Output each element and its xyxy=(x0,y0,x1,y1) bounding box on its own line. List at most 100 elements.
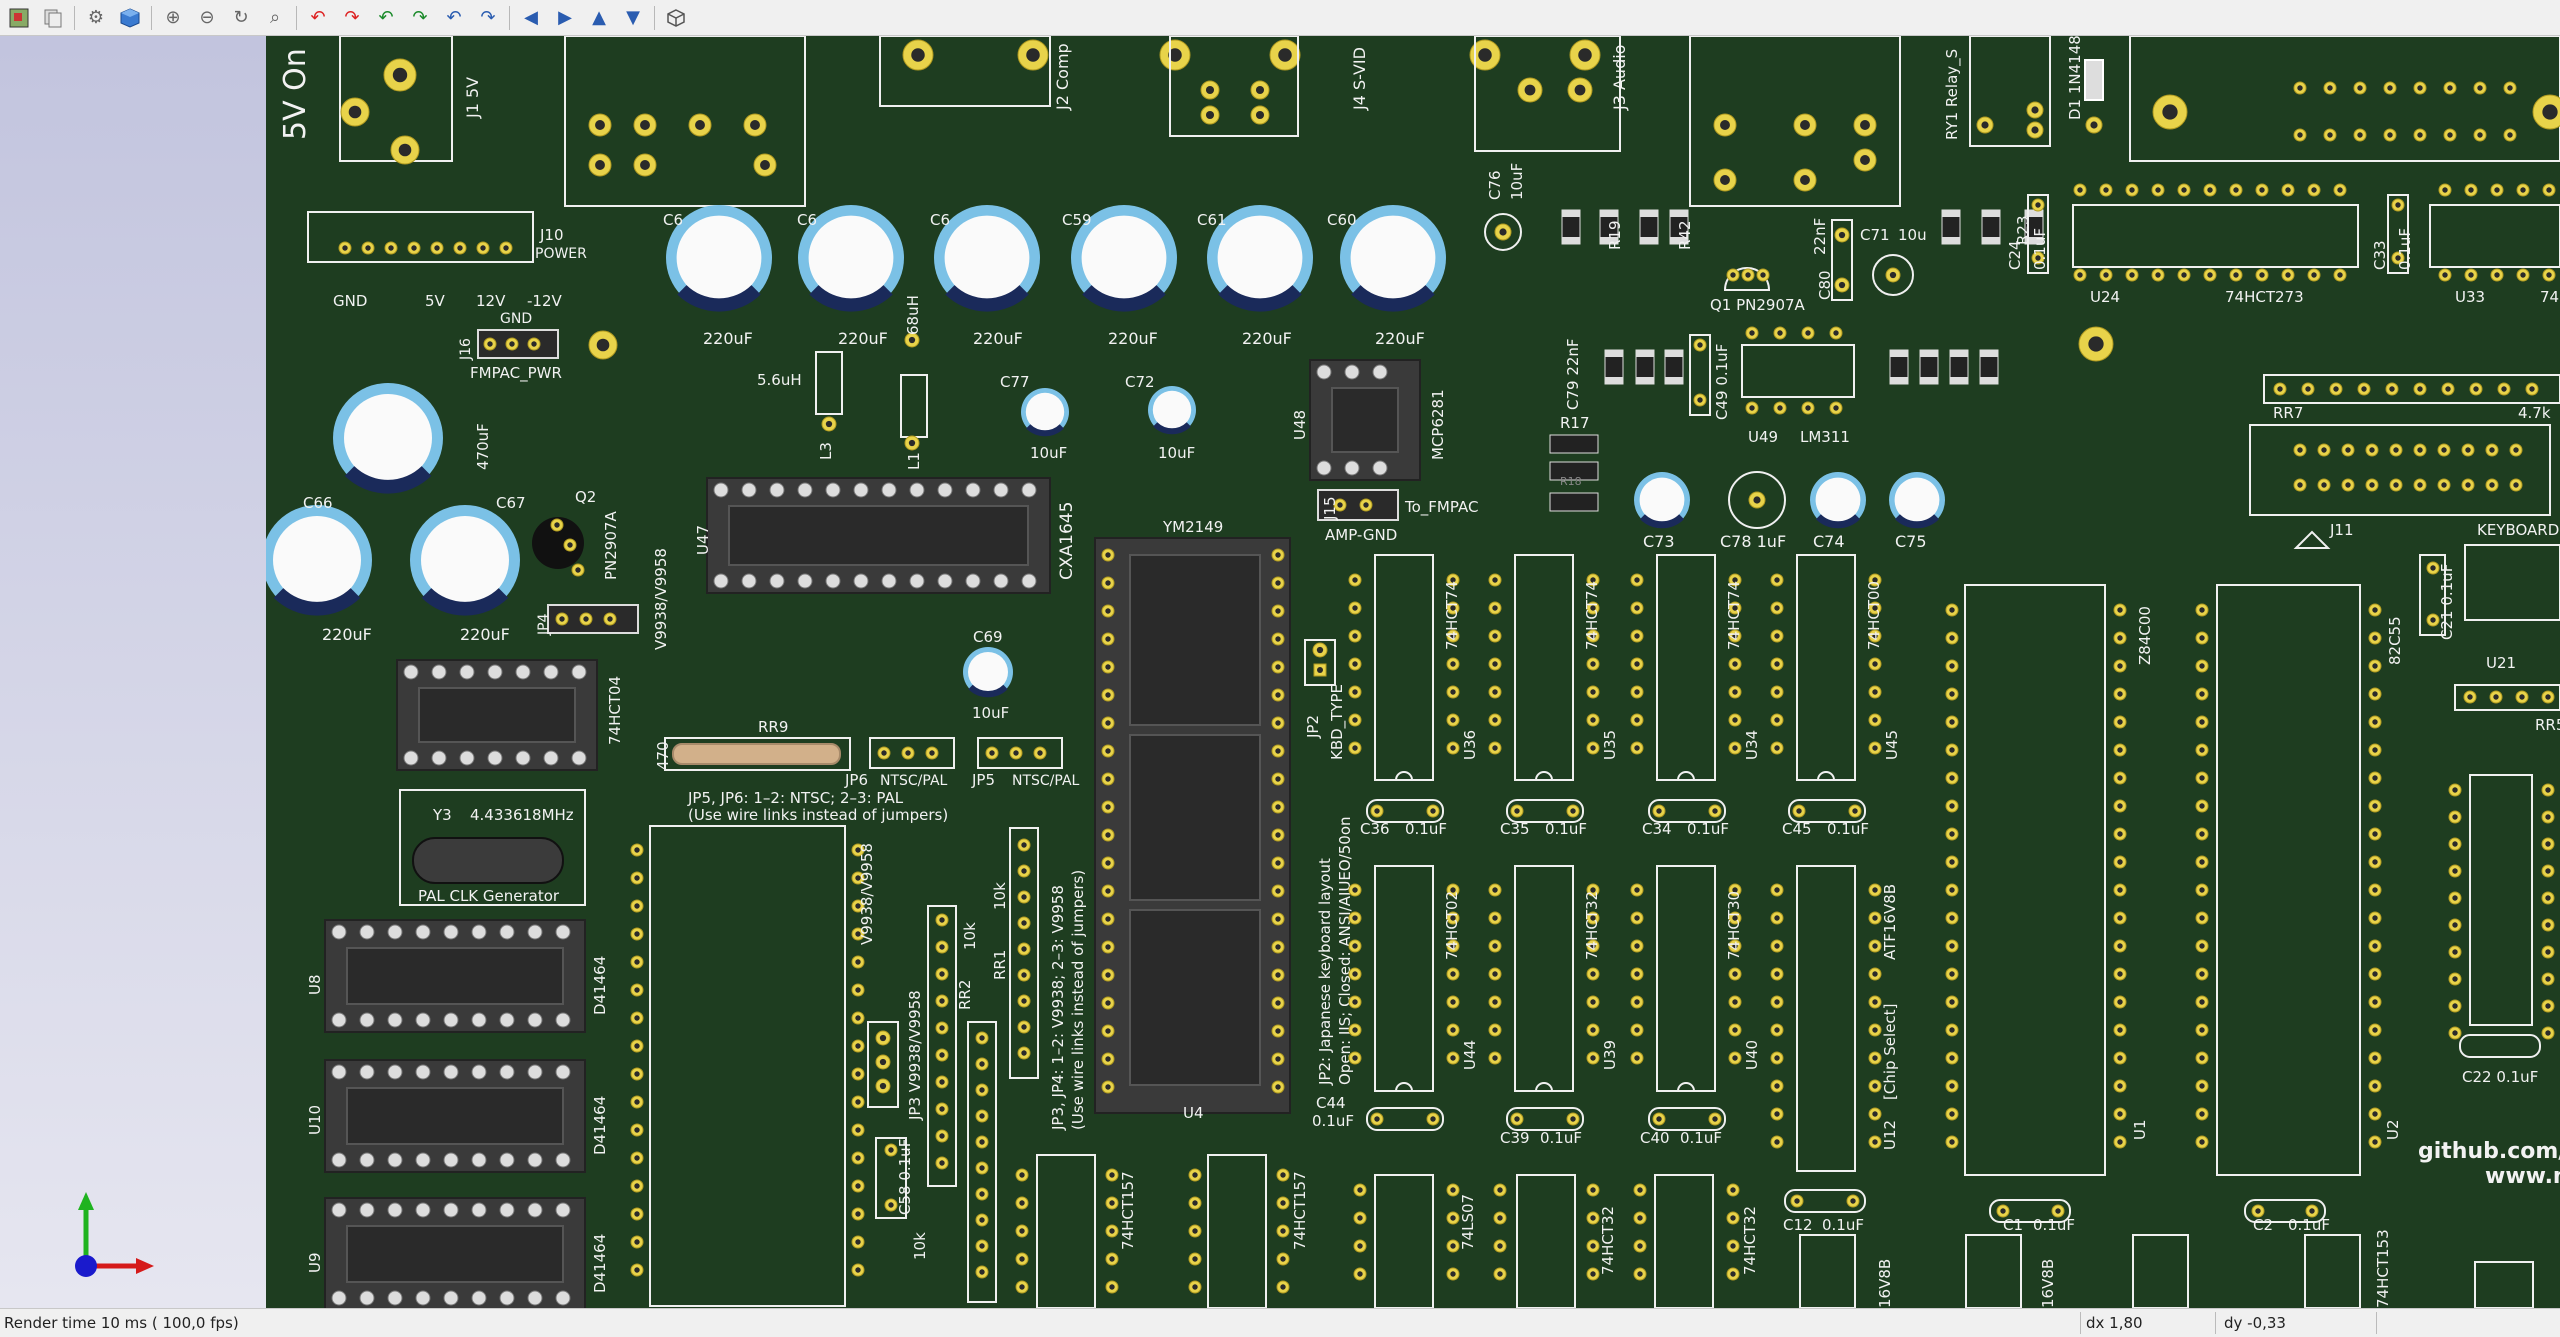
pad-hole xyxy=(1430,808,1436,814)
pad-hole xyxy=(1949,747,1955,753)
silkscreen-label: U2 xyxy=(2384,1119,2402,1140)
pad-hole xyxy=(1590,1027,1596,1033)
pad-hole xyxy=(1774,1055,1780,1061)
pad-hole xyxy=(1774,971,1780,977)
pad-hole xyxy=(881,750,887,756)
pad-hole xyxy=(2452,787,2458,793)
pad-hole xyxy=(1794,1198,1800,1204)
pad-hole xyxy=(2345,447,2351,453)
capacitor-shadow xyxy=(1815,514,1861,529)
socket-pin xyxy=(403,750,419,766)
ic-u21-outline xyxy=(2464,544,2560,621)
smd-terminal xyxy=(2025,237,2043,244)
copy-icon[interactable] xyxy=(38,3,68,33)
socket-pin xyxy=(471,1064,487,1080)
silkscreen-label: PN2907A xyxy=(602,511,620,580)
render-icon[interactable] xyxy=(4,3,34,33)
pad-hole xyxy=(855,1183,861,1189)
pad-hole xyxy=(1352,971,1358,977)
pad-hole xyxy=(2361,386,2367,392)
silkscreen-label: C73 xyxy=(1643,532,1675,551)
socket-pin xyxy=(443,1152,459,1168)
pad-hole xyxy=(2117,831,2123,837)
pad-hole xyxy=(1514,1116,1520,1122)
socket-pin xyxy=(459,664,475,680)
pad-hole xyxy=(1450,1187,1456,1193)
pad-hole xyxy=(1634,915,1640,921)
pad-hole xyxy=(1492,971,1498,977)
pad-hole xyxy=(2372,1111,2378,1117)
transistor-q1-outline xyxy=(1723,267,1771,291)
silkscreen-label: 220uF xyxy=(1375,329,1425,348)
rotate-x-cw-icon[interactable]: ↶ xyxy=(310,7,326,28)
ortho-view-icon[interactable] xyxy=(661,3,691,33)
pad-hole xyxy=(2117,663,2123,669)
zoom-in-icon[interactable]: ⊕ xyxy=(165,7,181,28)
settings-icon[interactable]: ⚙ xyxy=(87,7,105,28)
pad-hole xyxy=(1590,1215,1596,1221)
ic-outline xyxy=(1036,1154,1096,1308)
pad-hole xyxy=(554,522,560,528)
pad-hole xyxy=(1497,1243,1503,1249)
pad-hole xyxy=(342,245,348,251)
socket-pin xyxy=(527,1202,543,1218)
pad-hole xyxy=(2199,1111,2205,1117)
socket-pin xyxy=(387,1202,403,1218)
pin1-notch xyxy=(1395,771,1413,781)
pad-hole xyxy=(634,1043,640,1049)
move-right-icon[interactable]: ▶ xyxy=(558,7,572,28)
silkscreen-label: 0.1uF xyxy=(2396,228,2414,270)
pad-hole xyxy=(1872,1083,1878,1089)
pad-hole xyxy=(2452,868,2458,874)
capacitor-top xyxy=(1894,477,1940,523)
pad-hole xyxy=(1634,633,1640,639)
pad-hole xyxy=(1275,888,1281,894)
pad-hole xyxy=(1105,776,1111,782)
pad-hole xyxy=(2285,187,2291,193)
3d-box-icon[interactable] xyxy=(115,3,145,33)
smd-terminal xyxy=(1600,210,1618,217)
socket-pin xyxy=(359,1064,375,1080)
move-down-icon[interactable]: ▼ xyxy=(626,7,640,28)
socket-pin xyxy=(555,924,571,940)
pad-hole xyxy=(2077,187,2083,193)
refresh-icon[interactable]: ↻ xyxy=(233,7,249,28)
pad-hole xyxy=(1192,1172,1198,1178)
zoom-fit-icon[interactable]: ⌕ xyxy=(269,7,281,28)
crystal-y3-body xyxy=(412,837,564,884)
pad-hole xyxy=(1949,859,1955,865)
pad-hole xyxy=(1656,808,1662,814)
pad-hole xyxy=(2090,121,2098,129)
pad-hole xyxy=(2199,1027,2205,1033)
move-up-icon[interactable]: ▲ xyxy=(592,7,606,28)
silkscreen-label: J11 xyxy=(2329,521,2354,539)
pad-hole xyxy=(1450,605,1456,611)
silkscreen-label: 74HCT00 xyxy=(1865,581,1883,650)
rotate-y-cw-icon[interactable]: ↶ xyxy=(378,7,394,28)
pad-hole xyxy=(1634,577,1640,583)
pad-hole xyxy=(634,903,640,909)
silkscreen-label: C33 xyxy=(2371,240,2389,270)
pad-hole xyxy=(2545,694,2551,700)
silkscreen-label: 16V8B xyxy=(1876,1259,1894,1308)
socket-pin xyxy=(825,573,841,589)
pad-hole xyxy=(979,1269,985,1275)
rotate-y-ccw-icon[interactable]: ↷ xyxy=(412,7,428,28)
silkscreen-label: JP3 V9938/V9958 xyxy=(906,990,924,1121)
pad-hole xyxy=(1352,633,1358,639)
rotate-z-ccw-icon[interactable]: ↷ xyxy=(480,7,496,28)
move-left-icon[interactable]: ◀ xyxy=(524,7,538,28)
pad-hole xyxy=(1275,860,1281,866)
silkscreen-label: Q2 xyxy=(575,488,596,506)
socket-pin xyxy=(331,924,347,940)
capacitor-top xyxy=(1081,215,1167,301)
rotate-x-ccw-icon[interactable]: ↷ xyxy=(344,7,360,28)
zoom-out-icon[interactable]: ⊖ xyxy=(199,7,215,28)
silkscreen-label: L3 xyxy=(817,442,835,460)
pad-hole xyxy=(1774,1111,1780,1117)
rotate-z-cw-icon[interactable]: ↶ xyxy=(446,7,462,28)
silkscreen-label: KBD_TYPE xyxy=(1328,684,1347,760)
pad-hole xyxy=(1872,999,1878,1005)
